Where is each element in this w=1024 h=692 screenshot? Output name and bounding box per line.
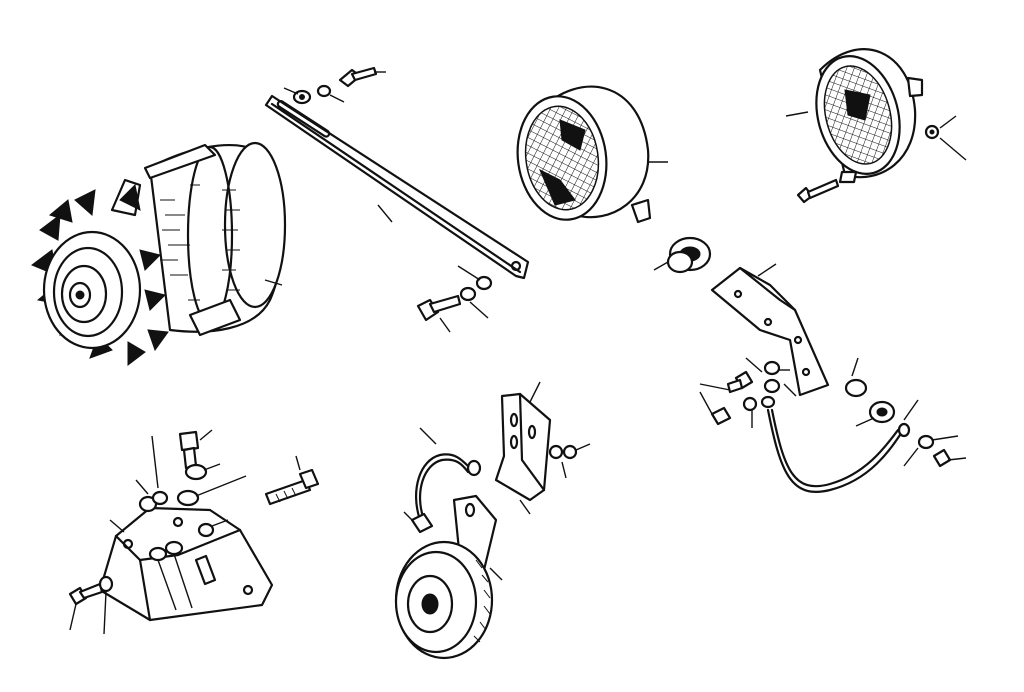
hardware-top: [284, 68, 386, 103]
headlamp-right: [786, 47, 922, 184]
horn: [396, 428, 502, 658]
adjusting-strap: [266, 96, 528, 278]
horn-bracket: [496, 382, 590, 514]
hardware-lamp2: [798, 116, 966, 202]
mounting-bracket: [70, 430, 318, 634]
alternator: [32, 143, 285, 365]
headlamp-left: [510, 87, 668, 226]
hardware-strap-bottom: [418, 266, 491, 332]
lamp-bracket: [712, 264, 828, 395]
hardware-bracket: [700, 358, 966, 492]
grommet: [654, 238, 710, 272]
